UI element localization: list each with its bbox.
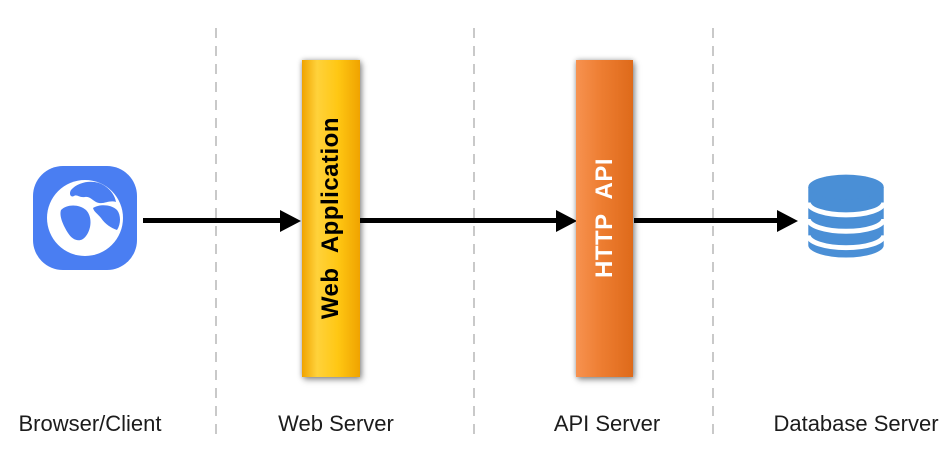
arrow-head — [777, 209, 798, 232]
http-api-bar: HTTP API — [576, 60, 633, 377]
web-application-bar: Web Application — [302, 60, 360, 377]
arrow-head — [280, 209, 301, 232]
label-web-server: Web Server — [278, 411, 394, 436]
http-api-bar-label: HTTP API — [590, 158, 618, 279]
label-api-server: API Server — [553, 411, 661, 436]
arrow-shaft — [360, 218, 557, 223]
arrow-shaft — [143, 218, 282, 223]
arrow-shaft — [634, 218, 778, 223]
arrow-head — [556, 209, 577, 232]
section-divider — [712, 28, 714, 438]
label-database-server: Database Server — [773, 411, 939, 436]
web-application-bar-label: Web Application — [317, 117, 344, 320]
database-cylinder-icon — [805, 174, 887, 258]
section-divider — [215, 28, 217, 438]
section-divider — [473, 28, 475, 438]
label-browser-client: Browser/Client — [18, 411, 162, 436]
globe-browser-icon — [33, 166, 137, 270]
